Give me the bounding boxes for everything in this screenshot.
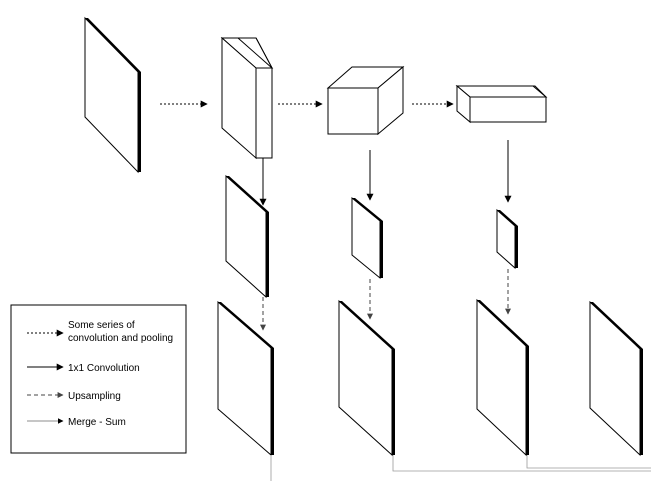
legend-upsampling-label: Upsampling [68,391,121,402]
lateral-plane-1 [225,174,269,299]
lateral-plane-3 [496,208,518,270]
input-image-layer [84,16,141,174]
output-plane-2 [338,299,395,457]
merge-sum-lines [270,455,651,481]
feature-box-tall [220,36,274,160]
legend-conv-pool-line2: convolution and pooling [68,333,173,344]
output-plane-3 [476,298,529,457]
feature-box-cube [326,65,405,136]
legend-merge-label: Merge - Sum [68,417,126,428]
flat-cuboid-faces [455,84,548,124]
output-plane-4 [589,300,643,457]
legend-conv1x1-label: 1x1 Convolution [68,363,140,374]
legend-box: Some series of convolution and pooling 1… [10,304,187,454]
lateral-plane-2 [351,196,383,280]
legend-conv-pool-line1: Some series of [68,320,135,331]
